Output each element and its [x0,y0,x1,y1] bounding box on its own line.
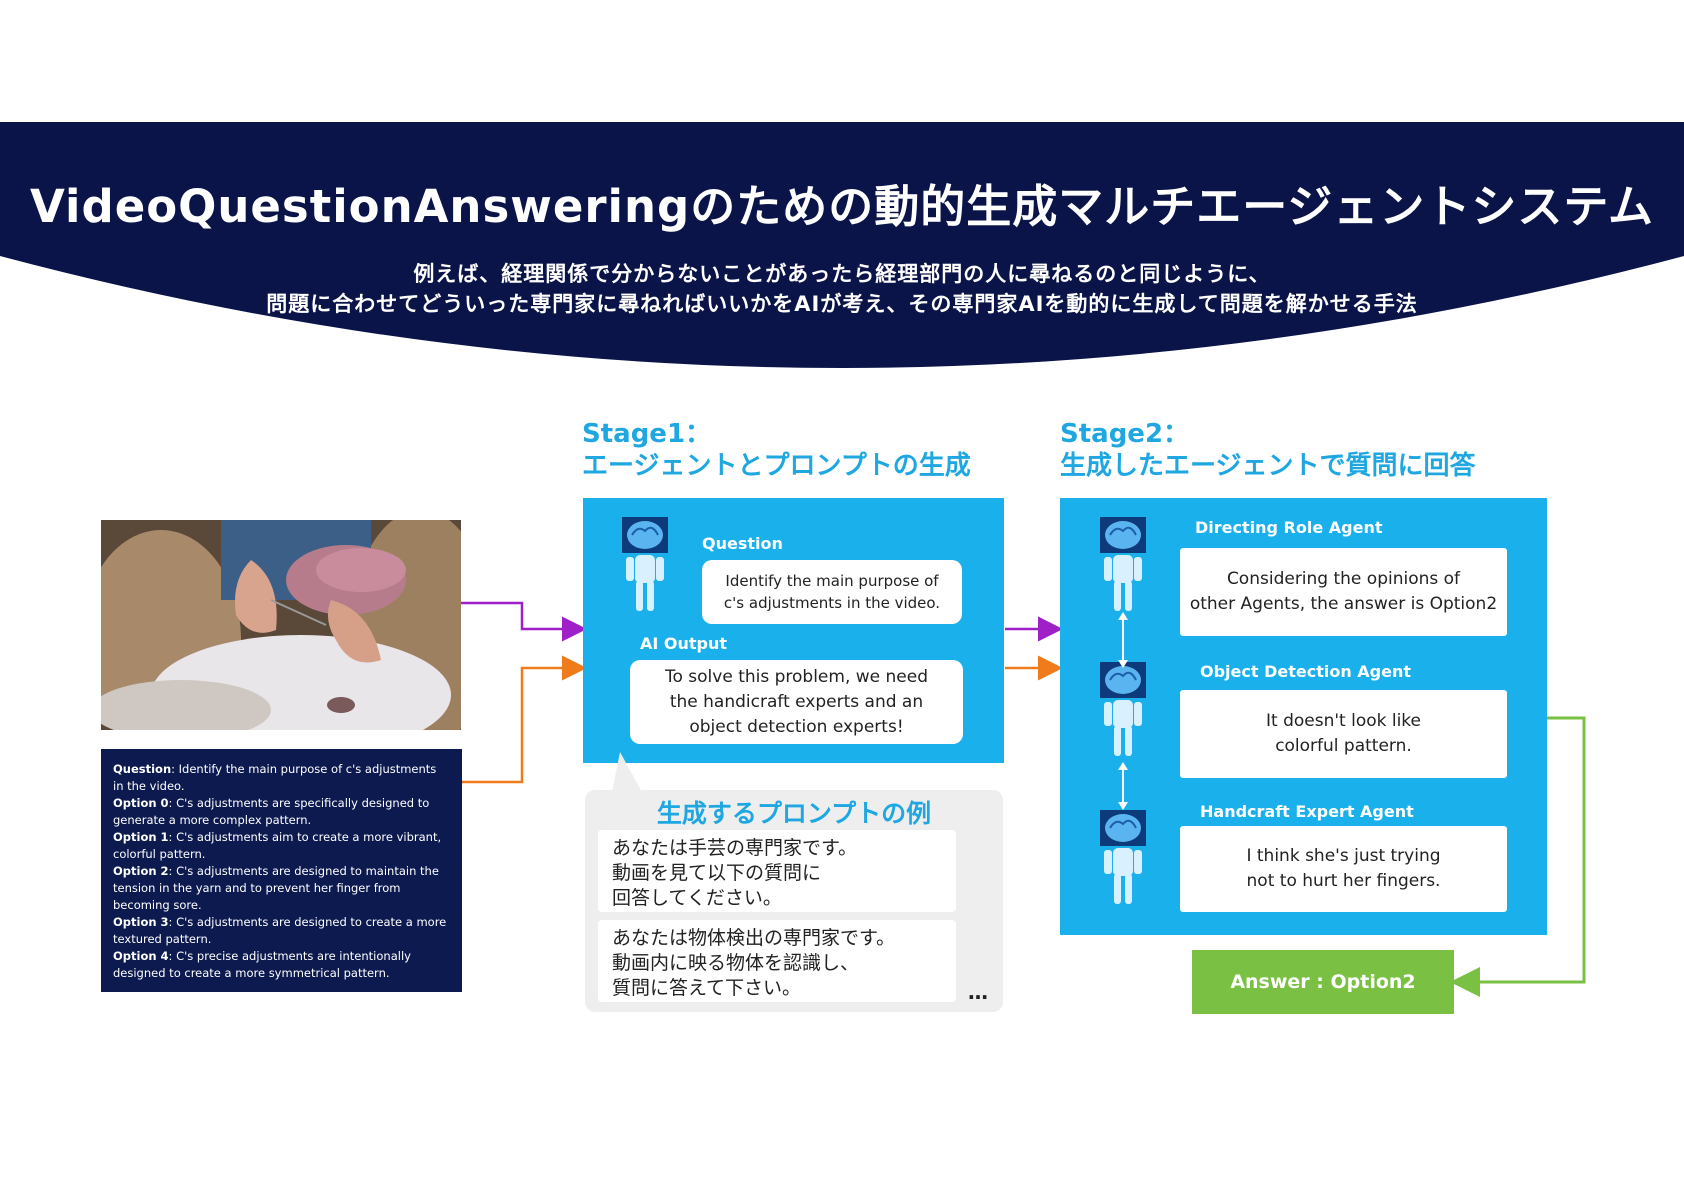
brain-head-person-icon [1100,517,1146,611]
option-text: : C's adjustments are specifically desig… [113,796,430,827]
stage2-to-answer-arrow [1450,716,1586,997]
prompt-line: 動画内に映る物体を認識し、 [612,952,860,974]
prompt-line: 質問に答えて下さい。 [612,977,802,999]
prompt-line: 回答してください。 [612,887,782,909]
option-text: : C's precise adjustments are intentiona… [113,949,411,980]
prompt-line: あなたは物体検出の専門家です。 [612,927,896,949]
question-row: Question: Identify the main purpose of c… [113,761,450,795]
option-row: Option 4: C's precise adjustments are in… [113,948,450,982]
option-text: : C's adjustments are designed to mainta… [113,864,439,912]
video-to-stage1-arrow [461,601,587,642]
agent-bubble-line1: It doesn't look like [1265,711,1422,731]
stage2-title-line1: Stage2： [1060,419,1190,449]
agent-bubble-line2: not to hurt her fingers. [1246,871,1441,891]
option-label: Option 3 [113,915,169,929]
ai-output-bubble: To solve this problem, we need the handi… [630,660,963,744]
option-text: : C's adjustments aim to create a more v… [113,830,442,861]
brain-head-person-icon [1100,662,1146,756]
question-label: Question [113,762,172,776]
agent-bubble-directing: Considering the opinions of other Agents… [1180,548,1507,636]
option-row: Option 1: C's adjustments aim to create … [113,829,450,863]
prompt-card-handcraft: あなたは手芸の専門家です。 動画を見て以下の質問に 回答してください。 [598,830,956,912]
question-text: : Identify the main purpose of c's adjus… [113,762,437,793]
question-to-stage1-arrow [462,655,587,784]
option-label: Option 0 [113,796,169,810]
more-ellipsis: … [968,980,988,1004]
question-bubble-line2: c's adjustments in the video. [723,594,941,612]
agent-bubble-line2: other Agents, the answer is Option2 [1189,594,1498,614]
stage1-title-line1: Stage1： [582,419,712,449]
option-row: Option 0: C's adjustments are specifical… [113,795,450,829]
option-label: Option 2 [113,864,169,878]
header-banner [0,122,1684,368]
prompt-line: 動画を見て以下の質問に [612,862,822,884]
knitting-video-icon [101,520,461,730]
speech-pointer [612,752,642,792]
agent-bubble-line1: Considering the opinions of [1226,569,1461,589]
option-label: Option 1 [113,830,169,844]
ai-output-line3: object detection experts! [689,716,904,737]
option-row: Option 2: C's adjustments are designed t… [113,863,450,914]
subtitle-line-2: 問題に合わせてどういった専門家に尋ねればいいかをAIが考え、その専門家AIを動的… [266,292,1418,316]
prompt-example-title: 生成するプロンプトの例 [656,799,932,828]
agent-bubble-object-detection: It doesn't look like colorful pattern. [1180,690,1507,778]
question-bubble: Identify the main purpose of c's adjustm… [702,560,962,624]
option-label: Option 4 [113,949,169,963]
stage2-title: Stage2： 生成したエージェントで質問に回答 [1060,418,1475,482]
ai-output-line1: To solve this problem, we need [664,666,929,687]
agent-label-object-detection: Object Detection Agent [1200,662,1412,681]
agent-bubble-line2: colorful pattern. [1275,736,1412,756]
brain-head-person-icon [622,517,668,611]
prompt-line: あなたは手芸の専門家です。 [612,837,858,859]
prompt-card-object-detection: あなたは物体検出の専門家です。 動画内に映る物体を認識し、 質問に答えて下さい。 [598,920,956,1002]
stage1-title: Stage1： エージェントとプロンプトの生成 [582,418,971,482]
ai-output-line2: the handicraft experts and an [669,691,924,712]
ai-output-label: AI Output [640,634,728,653]
stage1-title-line2: エージェントとプロンプトの生成 [582,451,971,481]
question-bubble-line1: Identify the main purpose of [725,572,939,590]
agent-label-handcraft: Handcraft Expert Agent [1200,802,1414,821]
page-title: VideoQuestionAnsweringのための動的生成マルチエージェントシ… [30,180,1654,233]
agent-bubble-line1: I think she's just trying [1246,846,1441,866]
option-row: Option 3: C's adjustments are designed t… [113,914,450,948]
subtitle-line-1: 例えば、経理関係で分からないことがあったら経理部門の人に尋ねるのと同じように、 [413,262,1271,286]
question-label: Question [702,534,783,553]
option-text: : C's adjustments are designed to create… [113,915,447,946]
agent-bubble-handcraft: I think she's just trying not to hurt he… [1180,826,1507,912]
stage2-title-line2: 生成したエージェントで質問に回答 [1060,451,1476,481]
video-thumbnail [101,520,461,730]
brain-head-person-icon [1100,810,1146,904]
agent-link-arrows [1118,612,1128,810]
question-options-panel: Question: Identify the main purpose of c… [101,749,462,992]
agent-label-directing: Directing Role Agent [1195,518,1383,537]
answer-box: Answer : Option2 [1192,950,1454,1014]
